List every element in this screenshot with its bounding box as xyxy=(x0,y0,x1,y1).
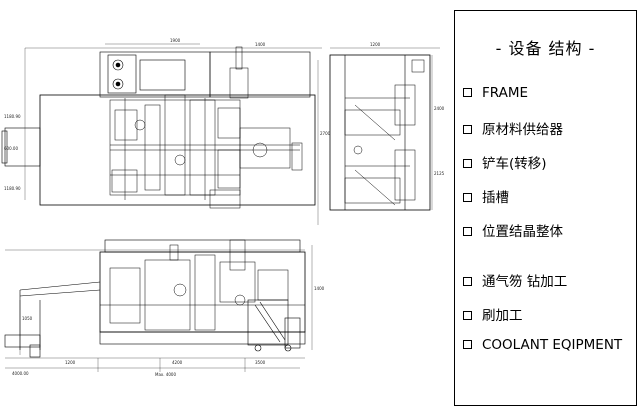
legend-item-position: 位置结晶整体 xyxy=(463,220,563,240)
legend-item-drilling: 通气笏 钻加工 xyxy=(463,270,567,290)
front-view xyxy=(4,239,313,372)
checkbox-icon xyxy=(463,87,472,97)
checkbox-icon xyxy=(463,276,472,286)
dim-side-top: 1200 xyxy=(370,42,381,47)
dim-side-right-1: 2400 xyxy=(434,106,445,111)
dim-bottom-5: 3500 xyxy=(255,360,266,365)
checkbox-icon xyxy=(463,310,472,320)
legend-item-brush: 刷加工 xyxy=(463,304,523,324)
top-view xyxy=(1,43,322,225)
dim-bottom-1: 4000.00 xyxy=(12,371,29,376)
checkbox-icon xyxy=(463,339,472,349)
legend-item-forklift: 铲车(转移) xyxy=(463,152,547,172)
legend-item-feeder: 原材料供给器 xyxy=(463,118,563,138)
equipment-structure-legend: - 设备 结构 - FRAME 原材料供给器 铲车(转移) 插槽 位置结晶整体 … xyxy=(454,10,637,406)
dim-right-height: 2700 xyxy=(320,131,331,136)
dim-left-1: 1180.90 xyxy=(4,114,21,119)
legend-item-label: 通气笏 钻加工 xyxy=(482,274,568,290)
legend-item-label: 铲车(转移) xyxy=(482,156,547,172)
checkbox-icon xyxy=(463,158,472,168)
legend-item-label: 刷加工 xyxy=(482,308,523,324)
dim-top-width: 1900 xyxy=(170,38,181,43)
dim-side-right-2: 2125 xyxy=(434,171,445,176)
dim-bottom-2: 1200 xyxy=(65,360,76,365)
legend-item-slot: 插槽 xyxy=(463,186,509,206)
legend-item-label: 位置结晶整体 xyxy=(482,224,563,240)
dim-bottom-4: Max. 4000 xyxy=(155,372,176,377)
dim-front-right: 1400 xyxy=(314,286,325,291)
equipment-drawing: 1900 1400 1180.90 600.00 1180.90 2700 12… xyxy=(1,38,445,377)
dim-bottom-3: 4200 xyxy=(172,360,183,365)
legend-item-coolant: COOLANT EQIPMENT xyxy=(463,337,622,353)
side-view xyxy=(329,47,440,211)
legend-item-label: COOLANT EQIPMENT xyxy=(482,337,623,353)
checkbox-icon xyxy=(463,192,472,202)
dim-front-left: 1050 xyxy=(22,316,33,321)
dim-left-2: 600.00 xyxy=(4,146,18,151)
checkbox-icon xyxy=(463,226,472,236)
dim-left-3: 1180.90 xyxy=(4,186,21,191)
legend-item-label: 插槽 xyxy=(482,190,509,206)
legend-item-label: FRAME xyxy=(482,85,529,101)
legend-title: - 设备 结构 - xyxy=(495,39,596,58)
checkbox-icon xyxy=(463,124,472,134)
dim-top-center: 1400 xyxy=(255,42,266,47)
legend-item-frame: FRAME xyxy=(463,85,528,101)
legend-item-label: 原材料供给器 xyxy=(482,122,563,138)
